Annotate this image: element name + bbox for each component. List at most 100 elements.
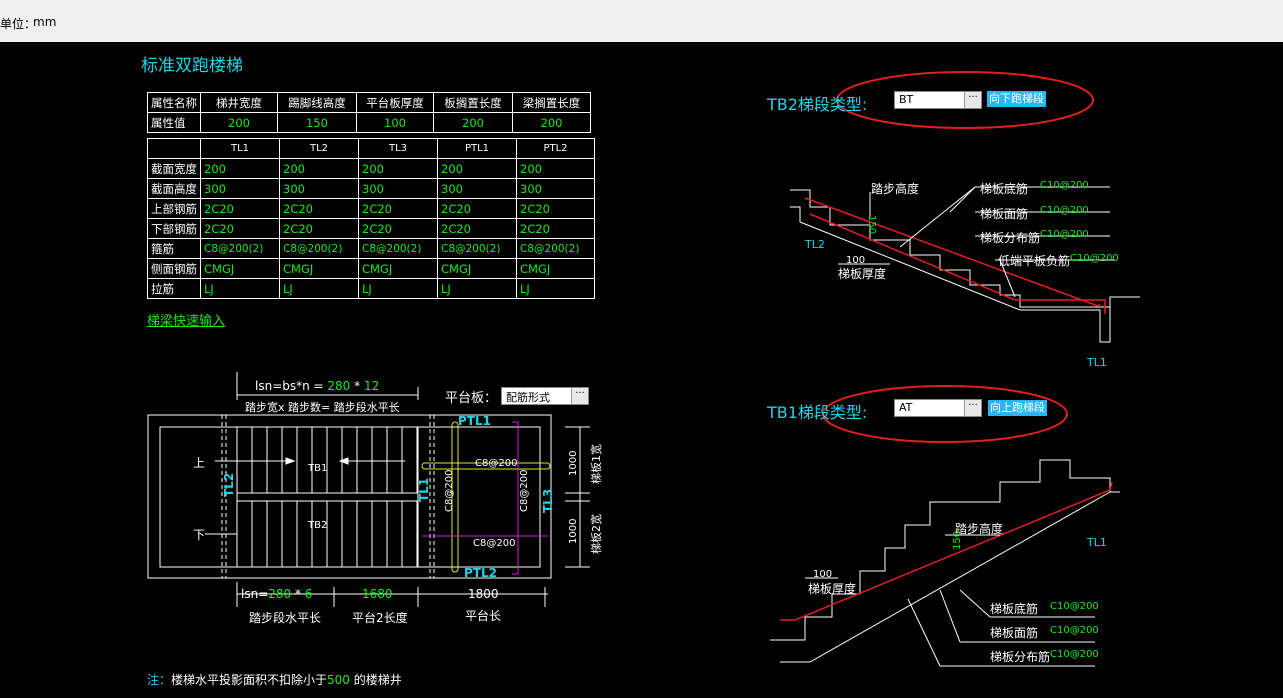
unit-value: mm xyxy=(33,15,57,29)
table-cell[interactable]: 2C20 xyxy=(516,198,595,219)
table-row-label: 上部钢筋 xyxy=(147,198,201,219)
direction-arrows xyxy=(205,457,405,535)
tb2-tl2-label: TL2 xyxy=(805,238,825,251)
tb1-bottom-rebar-label: 梯板底筋 xyxy=(990,602,1039,616)
quick-input-link[interactable]: 梯梁快速输入 xyxy=(147,314,226,329)
beam-properties-table: TL1 TL2 TL3 PTL1 PTL2 截面宽度 200 200 200 2… xyxy=(147,138,595,299)
leader-line xyxy=(939,589,961,643)
up-label: 上 xyxy=(193,456,206,470)
plan-outer-rect xyxy=(147,414,552,579)
table-cell[interactable]: 300 xyxy=(200,178,280,199)
table-cell[interactable]: CMGJ xyxy=(516,258,595,279)
ellipsis-icon[interactable]: ··· xyxy=(964,92,981,108)
tb2-type-combo[interactable]: BT ··· xyxy=(894,91,982,109)
tb1-combo-value: AT xyxy=(899,401,913,414)
tb2-h150-label: 150 xyxy=(866,215,877,235)
top-bar: 单位： mm xyxy=(0,0,1283,43)
tb1-h150-label: 150 xyxy=(952,530,963,550)
rebar-label: C8@200 xyxy=(519,469,530,512)
tb2-face-rebar-value: C10@200 xyxy=(1040,205,1089,216)
table-cell[interactable]: C8@200(2) xyxy=(516,238,595,259)
table-row: 截面宽度 200 200 200 200 200 xyxy=(147,158,595,179)
arrow-head xyxy=(338,457,349,465)
table-cell[interactable]: LJ xyxy=(516,278,595,299)
tb1-step-height-label: 踏步高度 xyxy=(955,522,1004,536)
tb1-plan-label: TB1 xyxy=(308,463,328,474)
tb1-type-label: TB1梯段类型: xyxy=(767,403,868,422)
table-cell[interactable]: LJ xyxy=(358,278,438,299)
lsn-formula: lsn=bs*n = 280 * 12 xyxy=(255,379,380,393)
tb2-step-profile xyxy=(790,189,1140,308)
table-cell[interactable]: 100 xyxy=(356,112,434,133)
tb1-dist-rebar-value: C10@200 xyxy=(1050,649,1099,660)
table-row: TL1 TL2 TL3 PTL1 PTL2 xyxy=(147,138,595,159)
tb1-type-combo[interactable]: AT ··· xyxy=(894,399,982,417)
arrow-head xyxy=(285,457,296,465)
table-cell[interactable]: CMGJ xyxy=(279,258,359,279)
dim-1680-label: 1680 xyxy=(362,587,393,601)
table-row-label: 属性值 xyxy=(147,112,201,133)
rebar-yellow-h xyxy=(421,462,551,470)
plan-inner-rect xyxy=(159,426,541,568)
tb2-dist-rebar-value: C10@200 xyxy=(1040,229,1089,240)
table-cell[interactable]: LJ xyxy=(437,278,517,299)
tb1-face-rebar-label: 梯板面筋 xyxy=(990,626,1039,640)
platform-combo[interactable]: 配筋形式 ··· xyxy=(501,387,589,405)
table-row: 属性值 200 150 100 200 200 xyxy=(147,112,591,133)
tb1-bottom-rebar-value: C10@200 xyxy=(1050,601,1099,612)
lsn-caption: 踏步宽x 踏步数= 踏步段水平长 xyxy=(245,401,400,414)
plan-dimensions xyxy=(236,372,590,607)
leader-line xyxy=(899,186,976,248)
platform-combo-value: 配筋形式 xyxy=(506,391,550,404)
drawing-canvas: 标准双跑楼梯 属性名称 梯井宽度 踢脚线高度 平台板厚度 板搁置长度 梁搁置长度… xyxy=(0,42,1283,698)
tb2-highlight-ellipse xyxy=(836,71,1094,129)
table-cell[interactable]: C8@200(2) xyxy=(200,238,280,259)
ellipsis-icon[interactable]: ··· xyxy=(964,400,981,416)
platform-length-caption: 平台长 xyxy=(465,609,502,623)
unit-label: 单位： xyxy=(0,17,37,31)
table-cell[interactable]: 2C20 xyxy=(437,198,517,219)
rebar-label: C8@200 xyxy=(473,538,516,549)
dim-1000-label: 1000 xyxy=(568,518,579,544)
tb2-type-label: TB2梯段类型: xyxy=(767,95,868,114)
tb1-leaders xyxy=(805,534,1095,667)
tb1-tl1-label: TL1 xyxy=(1087,536,1107,549)
table-cell[interactable]: C8@200(2) xyxy=(358,238,438,259)
tb1-section xyxy=(770,385,1120,663)
table-row-label: 拉筋 xyxy=(147,278,201,299)
tb1-dist-rebar-label: 梯板分布筋 xyxy=(990,650,1051,664)
tb2-leaders xyxy=(838,186,1115,298)
ptl2-plan-label: PTL2 xyxy=(464,566,497,580)
table-row: 侧面钢筋 CMGJ CMGJ CMGJ CMGJ CMGJ xyxy=(147,258,595,279)
tb2-section xyxy=(790,71,1140,343)
tb1-step-profile xyxy=(770,459,1120,641)
ellipsis-icon[interactable]: ··· xyxy=(571,388,588,404)
table-cell[interactable]: 150 xyxy=(277,112,357,133)
table-cell[interactable]: 300 xyxy=(516,178,595,199)
tb2-combo-value: BT xyxy=(899,93,914,106)
tb1-highlight-ellipse xyxy=(822,385,1068,443)
table-cell[interactable]: CMGJ xyxy=(358,258,438,279)
table-row: 拉筋 LJ LJ LJ LJ LJ xyxy=(147,278,595,299)
table-cell[interactable]: 200 xyxy=(512,112,591,133)
tb2-thickness-label: 梯板厚度 xyxy=(838,267,887,281)
tb2-face-rebar-label: 梯板面筋 xyxy=(980,207,1029,221)
leader-line xyxy=(999,259,1016,298)
tb1-thickness-label: 梯板厚度 xyxy=(808,582,857,596)
page-title: 标准双跑楼梯 xyxy=(141,56,243,76)
table-cell[interactable]: 300 xyxy=(358,178,438,199)
table-cell[interactable]: 200 xyxy=(433,112,513,133)
leader-line xyxy=(959,589,991,618)
tl2-plan-label: TL2 xyxy=(222,472,236,497)
rebar-magenta-v xyxy=(512,421,519,575)
dashed-lines xyxy=(221,415,435,578)
table-cell[interactable]: LJ xyxy=(200,278,280,299)
lsn2-formula: lsn=280 * 6 xyxy=(241,587,313,601)
slab2-width-label: 梯板2宽 xyxy=(590,514,603,554)
stair-drawing-svg xyxy=(147,71,1140,667)
platform-rebar xyxy=(421,421,551,575)
dim-1000-label: 1000 xyxy=(568,450,579,476)
note-text: 注：楼梯水平投影面积不扣除小于500 的楼梯井 xyxy=(147,673,402,687)
dim-1800-label: 1800 xyxy=(468,587,499,601)
table-header-cell: 平台板厚度 xyxy=(356,92,434,113)
